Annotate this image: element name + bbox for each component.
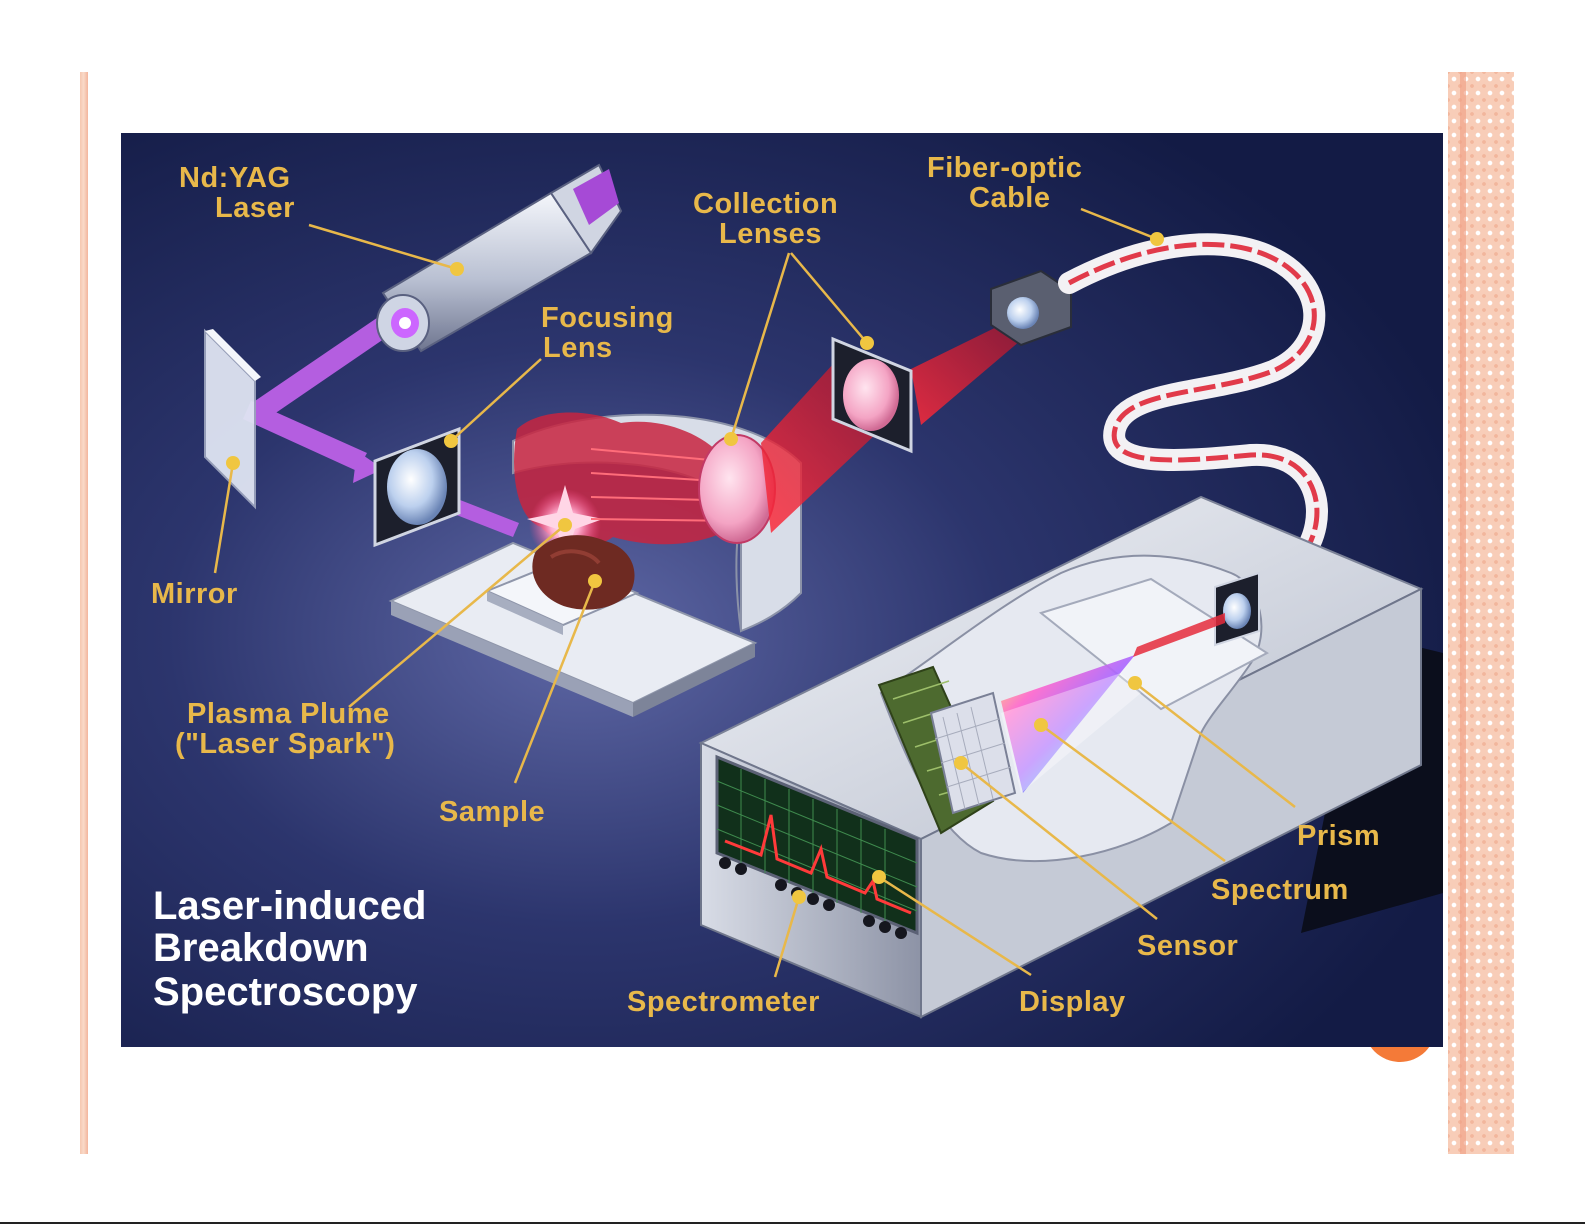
label-laser-line1: Nd:YAG (179, 162, 291, 194)
libs-diagram: Nd:YAG Laser Collection Lenses Fiber-opt… (121, 133, 1443, 1047)
label-prism: Prism (1297, 820, 1380, 852)
label-fiber-optic-line2: Cable (969, 182, 1050, 214)
title-line-1: Laser-induced (153, 884, 426, 928)
slide-right-border-stripe (1460, 72, 1466, 1154)
slide-bottom-rule (0, 1222, 1585, 1224)
label-focusing-lens-line1: Focusing (541, 302, 674, 334)
label-fiber-optic-line1: Fiber-optic (927, 152, 1082, 184)
label-sample: Sample (439, 796, 545, 828)
slide-right-decorative-border (1448, 72, 1514, 1154)
label-mirror: Mirror (151, 578, 238, 610)
label-plasma-plume-line2: ("Laser Spark") (175, 728, 395, 760)
label-laser-line2: Laser (215, 192, 295, 224)
libs-diagram-svg: Nd:YAG Laser Collection Lenses Fiber-opt… (121, 133, 1443, 1047)
label-collection-lenses-line1: Collection (693, 188, 838, 220)
title-line-2: Breakdown (153, 926, 369, 970)
title-line-3: Spectroscopy (153, 970, 418, 1014)
slide-left-decorative-rule (80, 72, 88, 1154)
label-sensor: Sensor (1137, 930, 1238, 962)
label-spectrometer: Spectrometer (627, 986, 820, 1018)
label-focusing-lens-line2: Lens (543, 332, 613, 364)
label-spectrum: Spectrum (1211, 874, 1349, 906)
label-collection-lenses-line2: Lenses (719, 218, 822, 250)
label-display: Display (1019, 986, 1126, 1018)
label-plasma-plume-line1: Plasma Plume (187, 698, 390, 730)
